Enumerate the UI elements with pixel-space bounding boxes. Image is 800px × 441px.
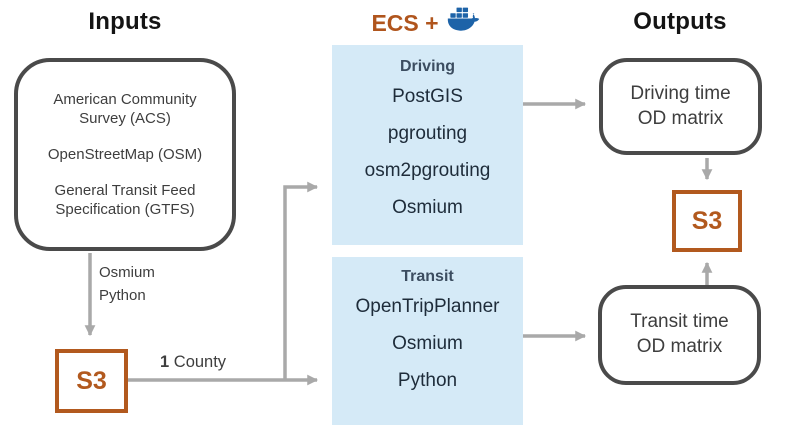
s3-output-bucket: S3: [672, 190, 742, 252]
transit-tool-osmium: Osmium: [392, 333, 463, 354]
ecs-column-title: ECS +: [332, 6, 523, 40]
transit-tool-python: Python: [397, 370, 458, 391]
arrow-s3-to-driving: [283, 181, 319, 380]
ecs-transit-panel: Transit OpenTripPlanner Osmium Python: [332, 257, 523, 425]
input-item-osm: OpenStreetMap (OSM): [47, 145, 203, 163]
county-count: 1: [160, 353, 170, 371]
edge-label-one-county: 1 County: [160, 353, 226, 372]
input-item-acs: American Community Survey (ACS): [53, 90, 197, 127]
driving-tool-osmium: Osmium: [392, 197, 463, 218]
county-word: County: [169, 353, 227, 371]
docker-whale-icon: [447, 7, 484, 39]
edge-label-osmium-python: Osmium Python: [99, 264, 155, 304]
driving-tool-postgis: PostGIS: [392, 86, 463, 107]
inputs-column-title: Inputs: [88, 8, 162, 35]
ecs-title-text: ECS +: [371, 9, 439, 36]
transit-tool-opentripplanner: OpenTripPlanner: [355, 296, 500, 317]
transit-od-matrix-node: Transit time OD matrix: [598, 285, 761, 385]
outputs-column-title: Outputs: [633, 8, 727, 35]
driving-od-matrix-node: Driving time OD matrix: [599, 58, 762, 155]
inputs-node: American Community Survey (ACS) OpenStre…: [14, 58, 236, 251]
transit-panel-title: Transit: [401, 268, 454, 285]
driving-tool-pgrouting: pgrouting: [387, 123, 468, 144]
input-item-gtfs: General Transit Feed Specification (GTFS…: [54, 182, 196, 219]
s3-input-bucket: S3: [55, 349, 128, 413]
driving-tool-osm2pgrouting: osm2pgrouting: [364, 160, 491, 181]
ecs-driving-panel: Driving PostGIS pgrouting osm2pgrouting …: [332, 45, 523, 245]
driving-panel-title: Driving: [399, 58, 456, 75]
